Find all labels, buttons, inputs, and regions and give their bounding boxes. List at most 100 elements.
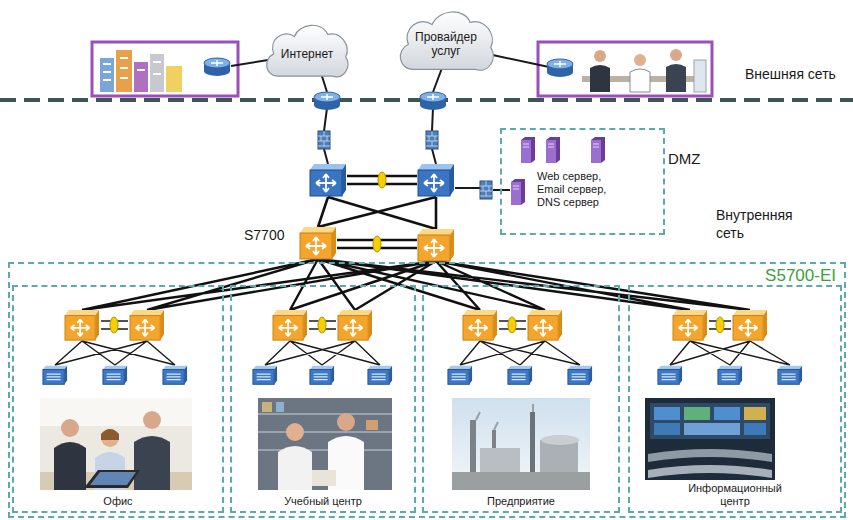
person-body xyxy=(278,446,312,490)
site-zone: Предприятие xyxy=(422,285,620,513)
server-icon xyxy=(511,179,525,205)
access-switch xyxy=(163,366,187,385)
building xyxy=(134,62,148,92)
building xyxy=(166,66,182,92)
laptop-screen xyxy=(90,472,136,485)
access-switch xyxy=(658,366,682,385)
device-label: S7700 xyxy=(244,226,284,244)
person-hair xyxy=(101,429,119,440)
training-photo xyxy=(258,398,392,490)
trunk-oval xyxy=(508,317,516,333)
access-switch xyxy=(448,366,472,385)
access-switch xyxy=(568,366,592,385)
site-label: Информационный центр xyxy=(679,482,791,508)
access-switch xyxy=(43,366,67,385)
person-head xyxy=(143,411,161,429)
site-zone: Офис xyxy=(12,285,224,513)
cloud-label: Провайдер услуг xyxy=(410,30,482,58)
distribution-switch xyxy=(338,310,372,340)
router-icon xyxy=(420,92,446,110)
photo-ground xyxy=(258,398,392,490)
screen xyxy=(744,407,766,420)
trunk-oval xyxy=(378,172,386,188)
building xyxy=(116,50,132,92)
cloud-label: Интернет xyxy=(281,47,333,61)
photo-ground xyxy=(40,398,192,490)
photo-ground xyxy=(645,398,775,480)
person-head xyxy=(670,49,682,61)
tower xyxy=(530,412,535,472)
trunk-oval xyxy=(318,317,326,333)
access-switch xyxy=(310,366,334,385)
firewall-icon xyxy=(426,131,438,149)
access-switch xyxy=(253,366,277,385)
switch-model: S5700-EI xyxy=(765,266,836,286)
access-region: S5700-EI Офис Учебный центр Предприятие Инфо… xyxy=(8,262,846,518)
router-icon xyxy=(204,58,230,76)
water-cooler xyxy=(694,60,706,92)
person-body xyxy=(630,69,650,92)
site-label: Предприятие xyxy=(487,495,555,508)
screen-wall xyxy=(650,403,770,439)
zone-heading: DMZ xyxy=(668,150,701,168)
zone-label: Внутренняя сеть xyxy=(716,206,808,242)
access-switch xyxy=(368,366,392,385)
shelves xyxy=(258,414,392,450)
distribution-switches xyxy=(65,310,767,340)
person-body xyxy=(134,436,170,490)
binder xyxy=(366,420,378,430)
cloud-outline xyxy=(400,12,493,70)
site-frame xyxy=(538,42,712,96)
binder xyxy=(262,402,272,412)
firewall-icon xyxy=(318,131,330,149)
person-body xyxy=(590,65,610,92)
person-head xyxy=(337,413,355,431)
remote-site-left xyxy=(92,42,238,96)
distribution-switch xyxy=(65,310,99,340)
access-switch xyxy=(718,366,742,385)
console-row xyxy=(648,465,772,478)
aggregation-switch xyxy=(418,229,454,261)
core-switch xyxy=(310,164,346,196)
screen xyxy=(684,423,740,435)
site-label: Офис xyxy=(103,495,132,508)
site-label: Учебный центр xyxy=(284,495,362,508)
server-list: Web сервер, Email сервер, DNS сервер xyxy=(537,170,629,209)
access-switch xyxy=(508,366,532,385)
site-zone: Информационный центр xyxy=(628,285,842,513)
person-head xyxy=(61,419,79,437)
person-head xyxy=(101,429,119,447)
building-windows xyxy=(103,58,161,80)
distribution-switch xyxy=(463,310,497,340)
site-frame xyxy=(92,42,238,96)
binder xyxy=(276,402,284,412)
screen xyxy=(714,407,740,420)
router-icon xyxy=(314,92,340,110)
screen xyxy=(654,407,680,420)
steam xyxy=(476,404,533,430)
person-body xyxy=(666,64,686,92)
aggregation-switch xyxy=(300,227,336,259)
internet-cloud: Интернет xyxy=(262,20,352,82)
screen xyxy=(684,407,710,420)
chimney xyxy=(470,420,476,472)
person-head xyxy=(594,50,606,62)
screen xyxy=(744,423,766,435)
distribution-switch xyxy=(733,310,767,340)
remote-site-right xyxy=(538,42,712,96)
server-icon xyxy=(546,137,560,163)
office-photo xyxy=(40,398,192,490)
photo-ground xyxy=(452,398,590,490)
factory-photo xyxy=(452,398,590,490)
person-head xyxy=(286,423,304,441)
person-head xyxy=(634,54,646,66)
access-switch xyxy=(103,366,127,385)
core-switch xyxy=(418,164,454,196)
cloud-outline xyxy=(267,25,348,77)
tank xyxy=(541,435,579,445)
papers xyxy=(312,470,336,486)
router-icon xyxy=(547,59,573,77)
person-body xyxy=(54,442,86,490)
